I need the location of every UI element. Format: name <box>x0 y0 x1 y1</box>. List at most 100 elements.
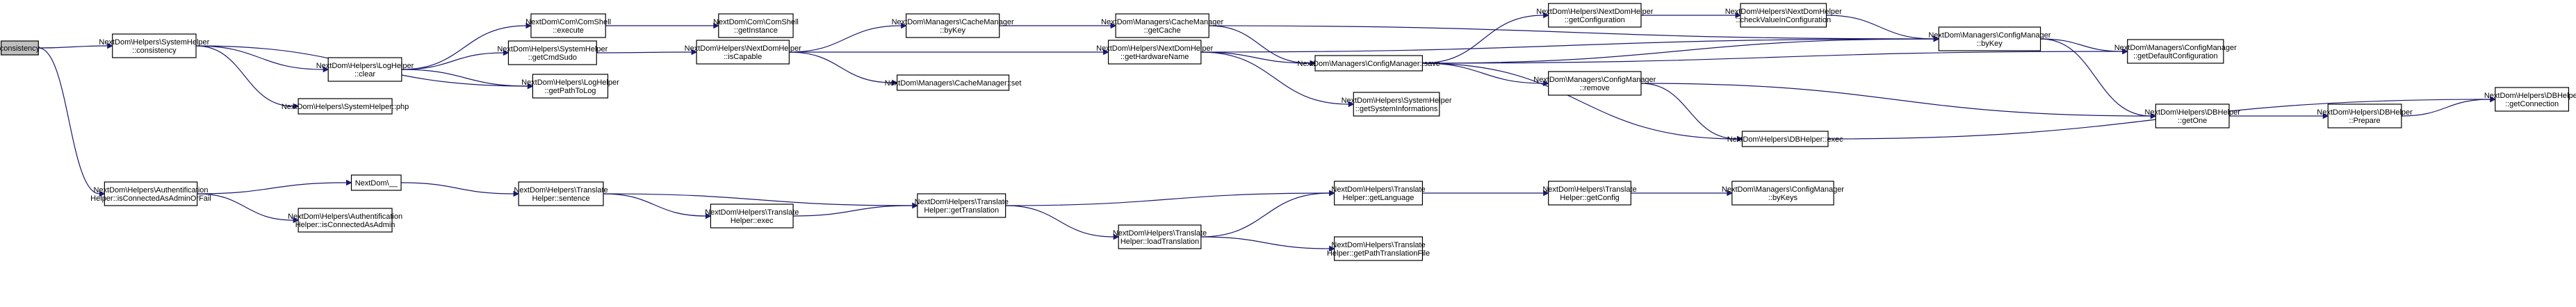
node-consistency[interactable]: consistency <box>0 40 40 56</box>
node-label-line: ::getHardwareName <box>1120 53 1189 61</box>
node-label-line: NextDom\Managers\CacheManager <box>892 18 1014 26</box>
edge-n_syshelper_getcmdsudo-to-n_nextdomhelper_iscapable <box>596 49 698 56</box>
node-label-line: ::Prepare <box>2349 117 2380 125</box>
edge-n_translate_gettranslation-to-n_translate_load <box>1005 205 1120 240</box>
node-configmanager-remove[interactable]: NextDom\Managers\ConfigManager::remove <box>1533 71 1656 96</box>
node-configmanager-save[interactable]: NextDom\Managers\ConfigManager::save <box>1298 55 1440 72</box>
node-label-line: NextDom\Managers\ConfigManager::save <box>1298 60 1440 68</box>
edge-n_dbhelper_getone-to-n_dbhelper_prepare <box>2228 113 2329 119</box>
node-dbhelper-exec[interactable]: NextDom\Helpers\DBHelper::exec <box>1727 131 1843 147</box>
node-label-line: NextDom\Helpers\SystemHelper::php <box>282 103 409 111</box>
node-translate-gettranslation[interactable]: NextDom\Helpers\TranslateHelper::getTran… <box>915 193 1009 218</box>
node-label-line: NextDom\Helpers\DBHelper <box>2144 108 2240 117</box>
node-label-line: ::getCmdSudo <box>528 53 577 62</box>
node-label-line: NextDom\Helpers\DBHelper::exec <box>1727 135 1843 144</box>
node-dbhelper-getone[interactable]: NextDom\Helpers\DBHelper::getOne <box>2144 103 2240 128</box>
node-nextdomhelper-gethardwarename[interactable]: NextDom\Helpers\NextDomHelper::getHardwa… <box>1096 40 1214 65</box>
node-label-line: NextDom\Managers\CacheManager::set <box>885 79 1022 88</box>
node-translate-getlanguage[interactable]: NextDom\Helpers\TranslateHelper::getLang… <box>1331 181 1426 206</box>
node-cachemanager-set[interactable]: NextDom\Managers\CacheManager::set <box>885 74 1022 91</box>
node-label-line: Helper::getLanguage <box>1343 194 1415 202</box>
node-label-line: ::getCache <box>1144 26 1181 35</box>
edge-n_translate_getlanguage-to-n_translate_getconfig <box>1422 190 1549 197</box>
edge-n_nextdomhelper_getconfiguration-to-n_nextdomhelper_checkvalue <box>1640 12 1742 19</box>
edge-n_translate_exec-to-n_translate_gettranslation <box>793 202 918 217</box>
node-loghelper-clear[interactable]: NextDom\Helpers\LogHelper::clear <box>316 57 414 82</box>
node-label-line: ::byKeys <box>1768 194 1798 202</box>
node-nextdomhelper-getconfiguration[interactable]: NextDom\Helpers\NextDomHelper::getConfig… <box>1536 3 1654 28</box>
node-label-line: NextDom\Helpers\DBHelper <box>2484 92 2576 100</box>
node-label-line: NextDom\Managers\ConfigManager <box>1533 76 1656 84</box>
edge-n_configmanager_remove-to-n_dbhelper_getone <box>1640 83 2157 119</box>
node-auth-isconnectedasadminorfail[interactable]: NextDom\Helpers\AuthentificationHelper::… <box>90 181 211 206</box>
edge-n_configmanager_remove-to-n_dbhelper_exec <box>1640 83 1743 142</box>
edge-n_configmanager_bykey-to-n_configmanager_getdefault <box>2040 38 2128 55</box>
node-syshelper-getsysteminformations[interactable]: NextDom\Helpers\SystemHelper::getSystemI… <box>1342 92 1452 117</box>
edge-n_translate_sentence-to-n_translate_exec <box>603 193 712 219</box>
node-label-line: NextDom\Helpers\Translate <box>1113 229 1207 238</box>
node-label-line: consistency <box>0 44 40 53</box>
node-label-line: NextDom\Helpers\SystemHelper <box>1342 97 1452 105</box>
node-label-line: Helper::isConnectedAsAdmin <box>295 221 396 229</box>
node-label-line: ::getSystemInformations <box>1355 105 1438 113</box>
node-label-line: NextDom\Helpers\Translate <box>915 198 1009 206</box>
node-cachemanager-getcache[interactable]: NextDom\Managers\CacheManager::getCache <box>1101 13 1224 38</box>
node-auth-isconnectedasadmin[interactable]: NextDom\Helpers\AuthentificationHelper::… <box>288 208 402 233</box>
node-label-line: NextDom\Com\ComShell <box>713 18 799 26</box>
node-syshelper-getcmdsudo[interactable]: NextDom\Helpers\SystemHelper::getCmdSudo <box>497 40 608 65</box>
edge-n_nextdomhelper_gethardwarename-to-n_configmanager_save <box>1200 51 1316 67</box>
edge-n_translate_gettranslation-to-n_translate_getlanguage <box>1005 190 1335 206</box>
node-dbhelper-getconnection[interactable]: NextDom\Helpers\DBHelper::getConnection <box>2484 87 2576 112</box>
node-cachemanager-bykey[interactable]: NextDom\Managers\CacheManager::byKey <box>892 13 1014 38</box>
node-nextdomhelper-iscapable[interactable]: NextDom\Helpers\NextDomHelper::isCapable <box>685 40 801 65</box>
edge-n_nextdomhelper_iscapable-to-n_nextdomhelper_gethardwarename <box>789 49 1109 56</box>
edge-n_configmanager_save-to-n_configmanager_bykey <box>1422 35 1940 64</box>
node-dbhelper-prepare[interactable]: NextDom\Helpers\DBHelper::Prepare <box>2317 103 2413 128</box>
node-comshell-execute[interactable]: NextDom\Com\ComShell::execute <box>525 13 611 38</box>
node-syshelper-php[interactable]: NextDom\Helpers\SystemHelper::php <box>282 98 409 115</box>
edge-n_translate_load-to-n_translate_getlanguage <box>1200 190 1335 238</box>
node-label-line: NextDom\Helpers\DBHelper <box>2317 108 2413 117</box>
node-label-line: NextDom\Helpers\Authentification <box>93 186 208 194</box>
node-configmanager-getdefault[interactable]: NextDom\Managers\ConfigManager::getDefau… <box>2114 39 2237 64</box>
edge-n_loghelper_clear-to-n_comshell_execute <box>401 22 532 70</box>
node-label-line: Helper::loadTranslation <box>1120 238 1199 246</box>
node-label-line: NextDom\Helpers\SystemHelper <box>99 38 209 47</box>
node-label-line: NextDom\__ <box>355 179 398 188</box>
node-syshelper-consistency[interactable]: NextDom\Helpers\SystemHelper::consistenc… <box>99 33 210 58</box>
node-label-line: Helper::sentence <box>532 194 589 203</box>
node-label-line: ::byKey <box>1977 40 2003 48</box>
edge-n_nextdom_underscore-to-n_translate_sentence <box>401 182 520 197</box>
node-label-line: NextDom\Helpers\LogHelper <box>521 78 619 87</box>
node-translate-sentence[interactable]: NextDom\Helpers\TranslateHelper::sentenc… <box>514 181 608 206</box>
node-label-line: NextDom\Helpers\NextDomHelper <box>1725 8 1842 16</box>
node-label-line: ::consistency <box>132 47 177 55</box>
node-translate-getconfig[interactable]: NextDom\Helpers\TranslateHelper::getConf… <box>1542 181 1637 206</box>
edge-n_nextdomhelper_iscapable-to-n_cachemanager_bykey <box>789 22 907 53</box>
node-label-line: NextDom\Helpers\Translate <box>514 186 608 194</box>
node-configmanager-bykeys[interactable]: NextDom\Managers\ConfigManager::byKeys <box>1722 181 1844 206</box>
node-label-line: ::getDefaultConfiguration <box>2133 52 2218 60</box>
edge-n_syshelper_consistency-to-n_loghelper_clear <box>196 45 329 73</box>
node-label-line: NextDom\Managers\ConfigManager <box>1722 185 1844 194</box>
node-loghelper-getpathtolog[interactable]: NextDom\Helpers\LogHelper::getPathToLog <box>521 74 619 99</box>
edge-n_consistency-to-n_syshelper_consistency <box>38 42 113 49</box>
edge-n_loghelper_clear-to-n_syshelper_getcmdsudo <box>401 49 510 70</box>
edges <box>38 12 2496 252</box>
node-label-line: ::byKey <box>940 26 965 35</box>
edge-n_nextdomhelper_checkvalue-to-n_configmanager_bykey <box>1826 15 1940 42</box>
node-comshell-getinstance[interactable]: NextDom\Com\ComShell::getInstance <box>713 13 799 38</box>
node-configmanager-bykey[interactable]: NextDom\Managers\ConfigManager::byKey <box>1928 26 2051 51</box>
node-label-line: ::execute <box>553 26 584 35</box>
node-label-line: NextDom\Helpers\NextDomHelper <box>1536 8 1653 16</box>
node-nextdomhelper-checkvalue[interactable]: NextDom\Helpers\NextDomHelper::checkValu… <box>1725 3 1842 28</box>
node-translate-load[interactable]: NextDom\Helpers\TranslateHelper::loadTra… <box>1113 224 1207 249</box>
node-label-line: NextDom\Helpers\Translate <box>1331 185 1425 194</box>
node-nextdom-underscore[interactable]: NextDom\__ <box>350 174 402 191</box>
node-label-line: NextDom\Helpers\SystemHelper <box>497 45 608 53</box>
node-label-line: NextDom\Managers\ConfigManager <box>1928 31 2051 40</box>
node-translate-getpath[interactable]: NextDom\Helpers\TranslateHelper::getPath… <box>1327 236 1430 261</box>
node-label-line: Helper::getTranslation <box>924 206 999 215</box>
